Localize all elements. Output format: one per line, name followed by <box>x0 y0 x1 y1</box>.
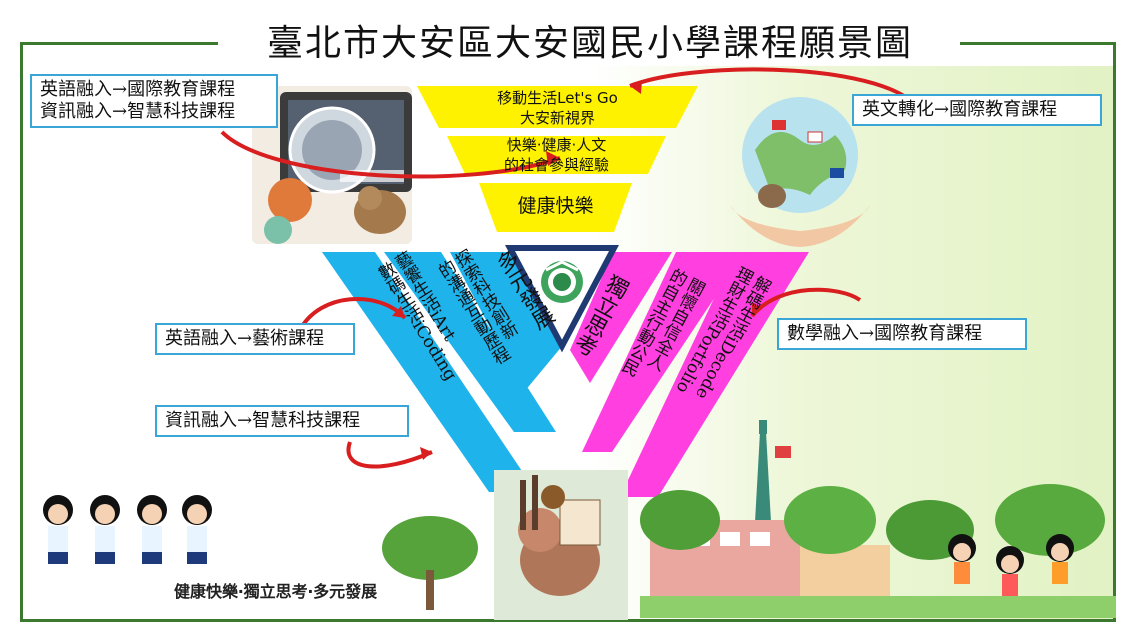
layer-3-text: 健康快樂 <box>517 195 594 217</box>
children-icon <box>43 495 1074 596</box>
layer-1-line-1: 移動生活Let's Go <box>497 89 618 107</box>
callout-lower-left: 資訊融入→智慧科技課程 <box>155 405 409 437</box>
callout-mid-right: 數學融入→國際教育課程 <box>777 318 1027 350</box>
callout-top-left: 英語融入→國際教育課程 資訊融入→智慧科技課程 <box>30 74 278 128</box>
callout-mid-left: 英語融入→藝術課程 <box>155 323 355 355</box>
page-title: 臺北市大安區大安國民小學課程願景圖 <box>266 23 913 64</box>
hands-globe-illustration <box>730 97 870 247</box>
school-logo-icon <box>541 260 583 303</box>
laptop-globe-illustration <box>252 86 412 244</box>
layer-2-line-2: 的社會參與經驗 <box>503 156 609 174</box>
callout-top-left-line-1: 英語融入→國際教育課程 <box>40 79 236 100</box>
connector-arrows <box>220 67 912 469</box>
title-gap <box>218 30 960 56</box>
layer-1-line-2: 大安新視界 <box>519 109 595 127</box>
callout-top-left-line-2: 資訊融入→智慧科技課程 <box>40 101 236 122</box>
callout-top-right: 英文轉化→國際教育課程 <box>852 94 1102 126</box>
arrow-heads <box>392 80 762 460</box>
squirrel-artist-illustration <box>494 470 628 620</box>
taipei-101-icon <box>754 420 791 540</box>
layer-1-text: 移動生活Let's Go 大安新視界 <box>439 88 676 128</box>
layer-2-line-1: 快樂‧健康‧人文 <box>506 136 607 154</box>
layer-2-text: 快樂‧健康‧人文 的社會參與經驗 <box>465 135 648 175</box>
bottom-slogan: 健康快樂‧獨立思考‧多元發展 <box>174 582 378 601</box>
